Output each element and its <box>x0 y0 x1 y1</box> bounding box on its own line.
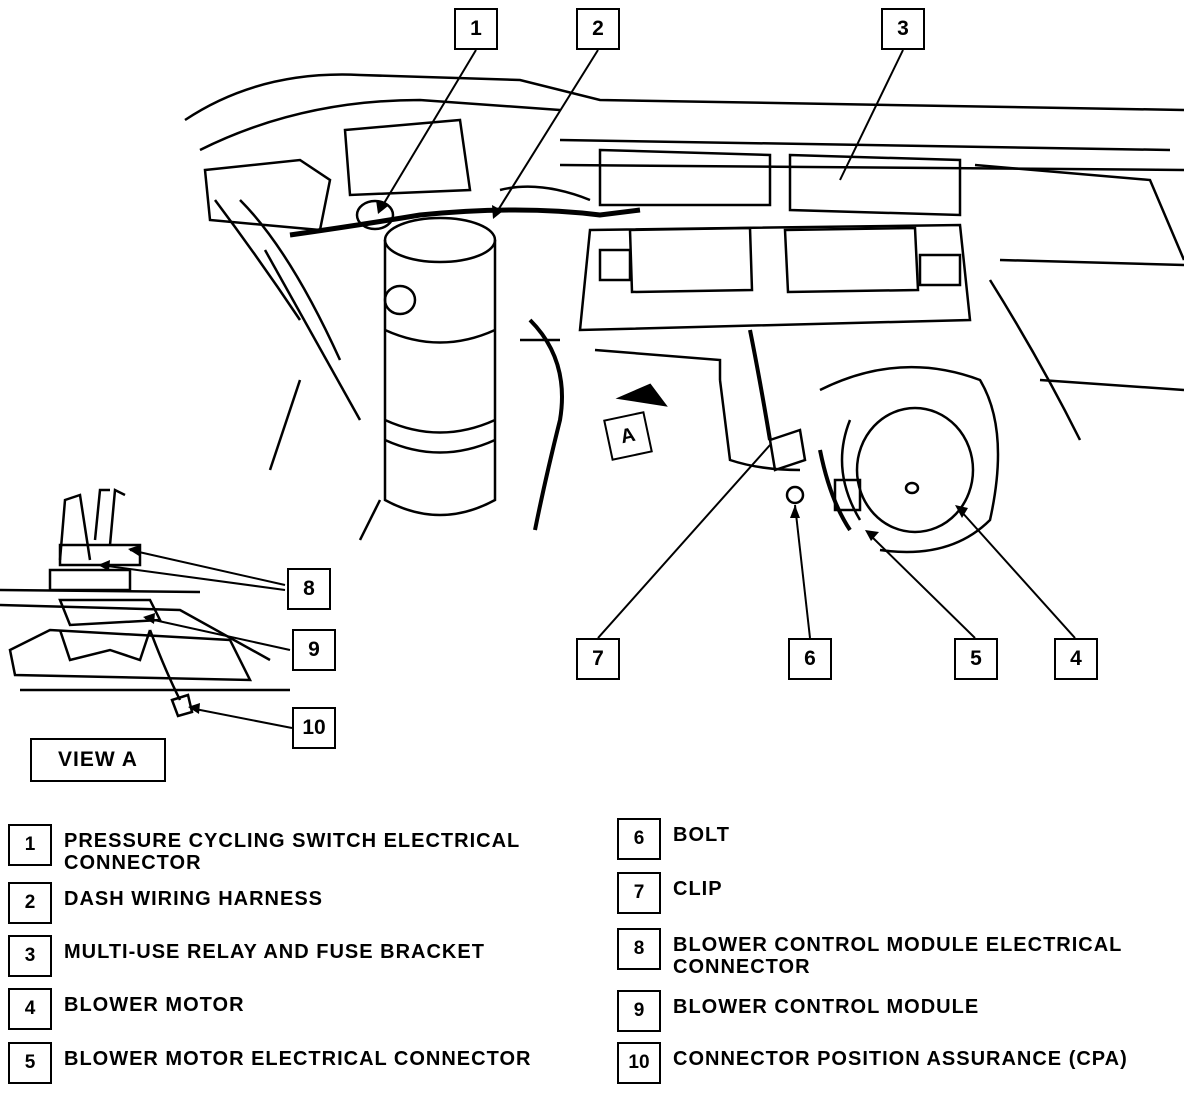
callout-7: 7 <box>576 638 620 680</box>
legend-number: 9 <box>617 990 661 1032</box>
view-a-label: VIEW A <box>30 738 166 782</box>
callout-9: 9 <box>292 629 336 671</box>
callout-8: 8 <box>287 568 331 610</box>
blower-motor-connector <box>818 449 852 532</box>
legend-item: 10 CONNECTOR POSITION ASSURANCE (CPA) <box>617 1042 1128 1084</box>
leader-line-8a <box>129 549 286 586</box>
legend-number: 2 <box>8 882 52 924</box>
callout-4: 4 <box>1054 638 1098 680</box>
leader-line-10 <box>189 707 293 729</box>
leader-arrowheads <box>98 200 968 714</box>
leader-line-1 <box>379 49 477 211</box>
callout-2: 2 <box>576 8 620 50</box>
legend-number: 7 <box>617 872 661 914</box>
legend-label: DASH WIRING HARNESS <box>64 888 324 910</box>
accumulator-canister <box>355 199 497 517</box>
callout-6: 6 <box>788 638 832 680</box>
callout-1: 1 <box>454 8 498 50</box>
legend-label: BLOWER MOTOR ELECTRICAL CONNECTOR <box>64 1048 532 1070</box>
legend-item: 1 PRESSURE CYCLING SWITCH ELECTRICAL CON… <box>8 824 588 874</box>
legend-item: 9 BLOWER CONTROL MODULE <box>617 990 979 1032</box>
legend-label: BLOWER CONTROL MODULE <box>673 996 980 1018</box>
component-drawing <box>0 49 1184 729</box>
legend-label: CLIP <box>673 878 723 900</box>
legend-label: PRESSURE CYCLING SWITCH ELECTRICAL CONNE… <box>64 830 520 874</box>
legend-item: 5 BLOWER MOTOR ELECTRICAL CONNECTOR <box>8 1042 531 1084</box>
legend-label: MULTI-USE RELAY AND FUSE BRACKET <box>64 941 485 963</box>
legend-item: 2 DASH WIRING HARNESS <box>8 882 323 924</box>
legend-item: 6 BOLT <box>617 818 730 860</box>
legend-number: 4 <box>8 988 52 1030</box>
view-arrow-label: A <box>603 411 653 461</box>
legend-label: CONNECTOR POSITION ASSURANCE (CPA) <box>673 1048 1128 1070</box>
legend-item: 4 BLOWER MOTOR <box>8 988 245 1030</box>
legend-item: 8 BLOWER CONTROL MODULE ELECTRICAL CONNE… <box>617 928 1177 978</box>
relay-fuse-bracket <box>578 148 972 332</box>
dash-outline <box>184 73 1184 122</box>
callout-5: 5 <box>954 638 998 680</box>
legend-item: 7 CLIP <box>617 872 723 914</box>
view-a-arrow <box>615 383 668 407</box>
leader-line-4 <box>959 509 1076 639</box>
legend-item: 3 MULTI-USE RELAY AND FUSE BRACKET <box>8 935 485 977</box>
wiring-harness <box>289 207 641 238</box>
legend-label: BLOWER MOTOR <box>64 994 245 1016</box>
callout-10: 10 <box>292 707 336 749</box>
legend-number: 10 <box>617 1042 661 1084</box>
leader-line-9 <box>144 617 291 651</box>
leader-line-8b <box>99 564 286 591</box>
legend-label: BOLT <box>673 824 730 846</box>
callout-3: 3 <box>881 8 925 50</box>
view-a-inset <box>0 488 290 718</box>
legend-number: 6 <box>617 818 661 860</box>
left-bracket <box>203 158 332 232</box>
legend-number: 3 <box>8 935 52 977</box>
legend-number: 1 <box>8 824 52 866</box>
leader-lines <box>99 49 1076 729</box>
leader-line-5 <box>869 534 976 639</box>
leader-line-3 <box>839 49 904 181</box>
leader-line-7 <box>597 444 771 639</box>
leader-line-6 <box>794 504 811 639</box>
legend-number: 8 <box>617 928 661 970</box>
legend-number: 5 <box>8 1042 52 1084</box>
leader-line-2 <box>494 49 599 216</box>
legend-label: BLOWER CONTROL MODULE ELECTRICAL CONNECT… <box>673 934 1123 978</box>
